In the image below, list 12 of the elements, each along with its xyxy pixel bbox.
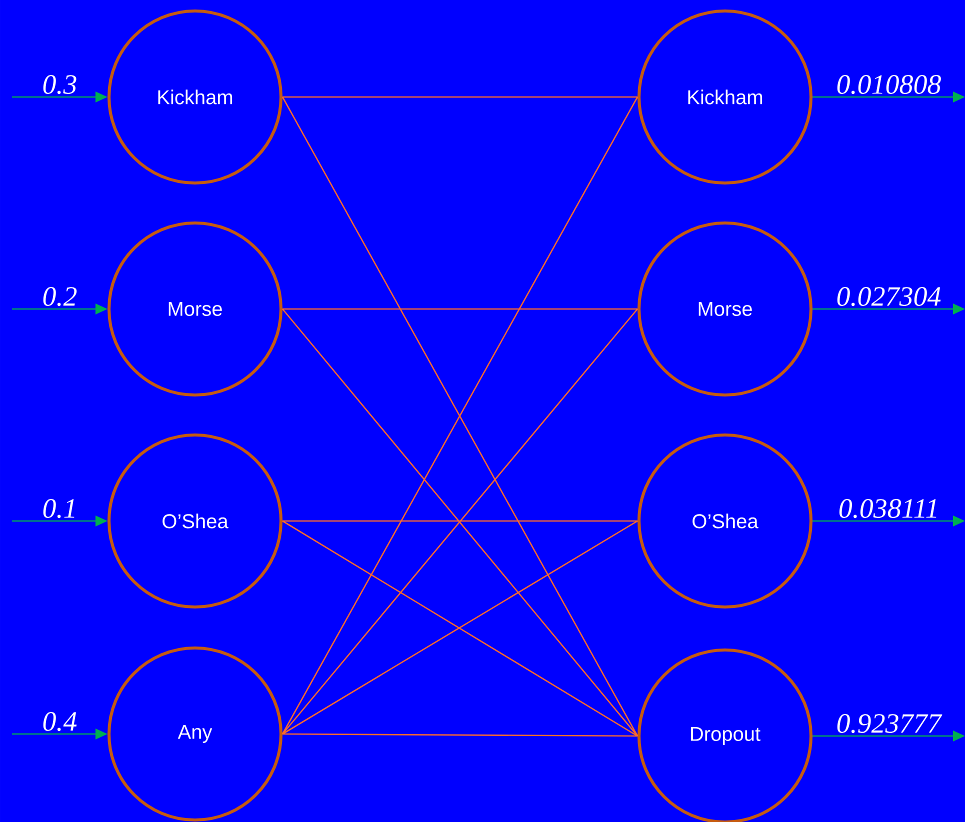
edge-label: 0.4 [40, 710, 79, 732]
edge-label: 0.038111 [837, 498, 941, 520]
connection-line [282, 520, 638, 522]
connection-line [282, 308, 638, 310]
edge-label: 0.010808 [834, 74, 943, 96]
edge-label: 0.923777 [834, 712, 943, 734]
edge-label: 0.2 [40, 286, 79, 308]
connection-line [282, 96, 638, 98]
edge-label: 0.3 [40, 74, 79, 96]
edge-label: 0.1 [40, 498, 79, 520]
edge-label: 0.027304 [834, 286, 943, 308]
connection-line [282, 733, 638, 737]
